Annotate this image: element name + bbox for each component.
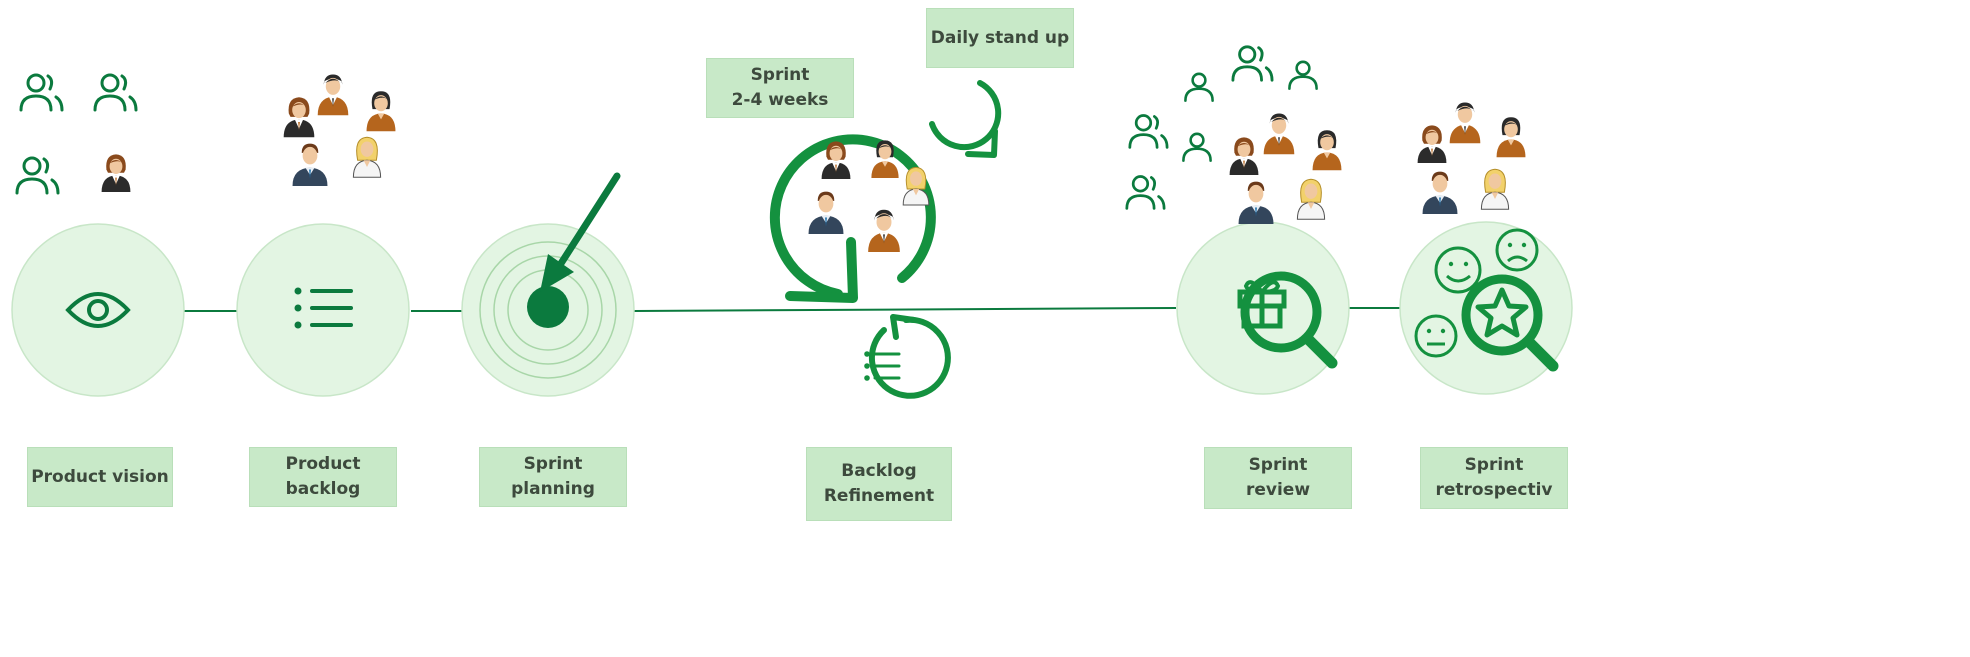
daily-standup-box: Daily stand up [926,8,1074,68]
label-product-vision: Product vision [27,447,173,507]
team-icons [808,140,930,252]
team-icons [15,73,138,195]
sprint-duration-box: Sprint 2-4 weeks [706,58,854,118]
label-text: Product vision [31,466,169,487]
standup-cycle-icon [929,80,1002,158]
label-sprint-planning: Sprint planning [479,447,627,507]
team-icons [1417,102,1526,214]
label-product-backlog: Product backlog [249,447,397,507]
list-icon [294,287,353,329]
label-text: Product backlog [285,454,361,499]
cycle-arrow-icon [769,134,936,303]
label-text: Backlog Refinement [823,461,935,506]
label-text: Sprint review [1245,455,1311,500]
feedback-search-icon [1414,228,1559,372]
stage-sprint-review [1125,45,1350,395]
stage-product-vision [11,73,185,397]
team-icons [283,74,396,186]
stage-sprint-retrospectiv [1399,102,1573,395]
cycle-list-icon [864,314,951,399]
label-text: Sprint 2-4 weeks [731,65,829,110]
label-backlog-refinement: Backlog Refinement [806,447,952,521]
label-sprint-review: Sprint review [1204,447,1352,509]
sprint-cycle [769,80,1002,303]
label-sprint-retrospectiv: Sprint retrospectiv [1420,447,1568,509]
stage-product-backlog [236,74,410,397]
timeline-connector [183,307,1400,312]
team-icons [1125,45,1342,224]
gift-search-icon [1237,271,1338,369]
arrow-icon [540,172,621,292]
label-text: Sprint planning [511,454,595,499]
eye-icon [65,292,131,328]
stage-sprint-planning [461,172,635,397]
label-text: Daily stand up [930,27,1070,48]
label-text: Sprint retrospectiv [1435,455,1553,500]
stage-backlog-refinement [864,314,951,399]
target-icon [527,286,569,328]
